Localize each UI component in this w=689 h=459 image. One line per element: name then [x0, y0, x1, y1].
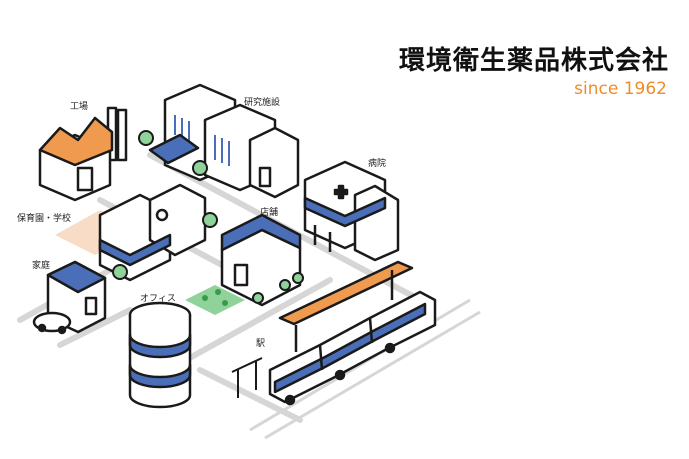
tree: [138, 130, 154, 146]
tree: [202, 212, 218, 228]
office-building: [128, 301, 192, 409]
since-year: since 1962: [574, 79, 667, 99]
label-shop: 店舗: [260, 208, 279, 218]
shop-bushes: [252, 272, 304, 304]
label-office: オフィス: [140, 294, 176, 304]
label-hospital: 病院: [368, 159, 387, 169]
station: [278, 260, 414, 352]
company-name: 環境衛生薬品株式会社: [398, 46, 669, 76]
shop-building: [220, 213, 302, 307]
fence: [231, 357, 263, 398]
home-building: [32, 260, 107, 335]
label-station: 駅: [256, 339, 266, 349]
factory-building: [38, 106, 128, 202]
label-home: 家庭: [32, 261, 51, 271]
school-building: [98, 183, 207, 282]
label-research: 研究施設: [244, 98, 281, 108]
park-trees: [202, 289, 228, 306]
park: [185, 285, 245, 315]
label-school: 保育園・学校: [17, 214, 72, 224]
tree: [192, 160, 208, 176]
research-building: [148, 83, 300, 199]
train: [268, 290, 437, 406]
tree: [112, 264, 128, 280]
label-factory: 工場: [70, 102, 89, 112]
hospital-building: [303, 160, 400, 262]
